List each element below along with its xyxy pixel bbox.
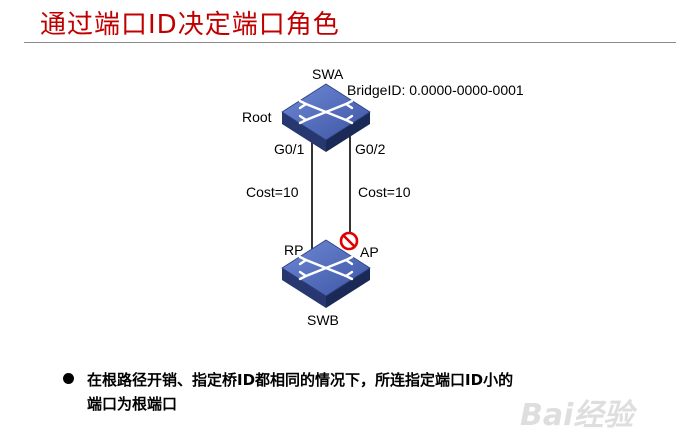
swa-bridge-id-label: BridgeID: 0.0000-0000-0001 [347, 82, 524, 98]
ap-port-label: AP [360, 244, 379, 260]
swa-name-label: SWA [312, 66, 344, 82]
swb-name-label: SWB [307, 312, 339, 328]
bullet-text: 在根路径开销、指定桥ID都相同的情况下，所连指定端口ID小的 端口为根端口 [87, 368, 647, 416]
swa-root-label: Root [242, 109, 272, 125]
port-g0-2-label: G0/2 [355, 141, 386, 157]
switch-swa[interactable] [281, 83, 371, 152]
bullet-dot [63, 373, 74, 384]
switch-arrows-icon [298, 99, 354, 125]
switch-arrows-icon [298, 255, 354, 281]
cost-g0-1-label: Cost=10 [246, 184, 299, 200]
watermark: Bai经验 [520, 398, 634, 433]
switch-swb[interactable] [281, 239, 371, 308]
title-divider [24, 42, 676, 43]
slide-title: 通过端口ID决定端口角色 [40, 10, 340, 40]
bullet-line-2: 端口为根端口 [87, 395, 178, 413]
blocked-port-icon [339, 231, 359, 251]
rp-port-label: RP [284, 242, 304, 258]
port-g0-1-label: G0/1 [274, 141, 305, 157]
bullet-line-1: 在根路径开销、指定桥ID都相同的情况下，所连指定端口ID小的 [87, 371, 514, 389]
cost-g0-2-label: Cost=10 [358, 184, 411, 200]
